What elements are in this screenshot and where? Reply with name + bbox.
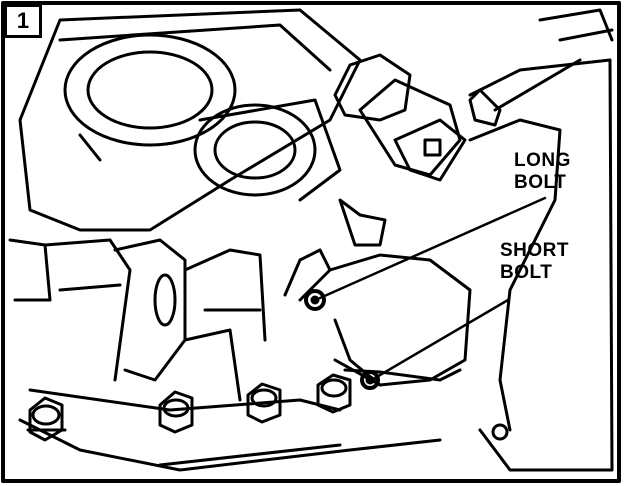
long-bolt-callout: LONG BOLT xyxy=(514,150,571,194)
short-bolt-leader-line xyxy=(373,298,510,380)
sensor-housing xyxy=(283,248,472,387)
panel-number-box: 1 xyxy=(4,4,42,38)
hex-bolt-3 xyxy=(246,382,282,424)
long-bolt-label-line1: LONG xyxy=(514,150,571,171)
engine-block-right xyxy=(468,8,614,472)
block-bolt-hole xyxy=(491,423,509,441)
hex-bolt-4 xyxy=(316,373,352,414)
short-bolt-label-line1: SHORT xyxy=(500,240,569,261)
hex-bolt-2 xyxy=(158,390,194,434)
short-bolt xyxy=(360,370,380,390)
cylinder-head xyxy=(18,8,362,232)
long-bolt-leader-line xyxy=(318,196,547,300)
panel-number: 1 xyxy=(16,8,30,33)
short-bolt-callout: SHORT BOLT xyxy=(500,240,569,284)
long-bolt-label-line2: BOLT xyxy=(514,172,567,193)
long-bolt xyxy=(304,289,326,311)
hex-bolt-1 xyxy=(26,396,67,442)
sensor-connector xyxy=(333,53,467,247)
short-bolt-label-line2: BOLT xyxy=(500,262,553,283)
